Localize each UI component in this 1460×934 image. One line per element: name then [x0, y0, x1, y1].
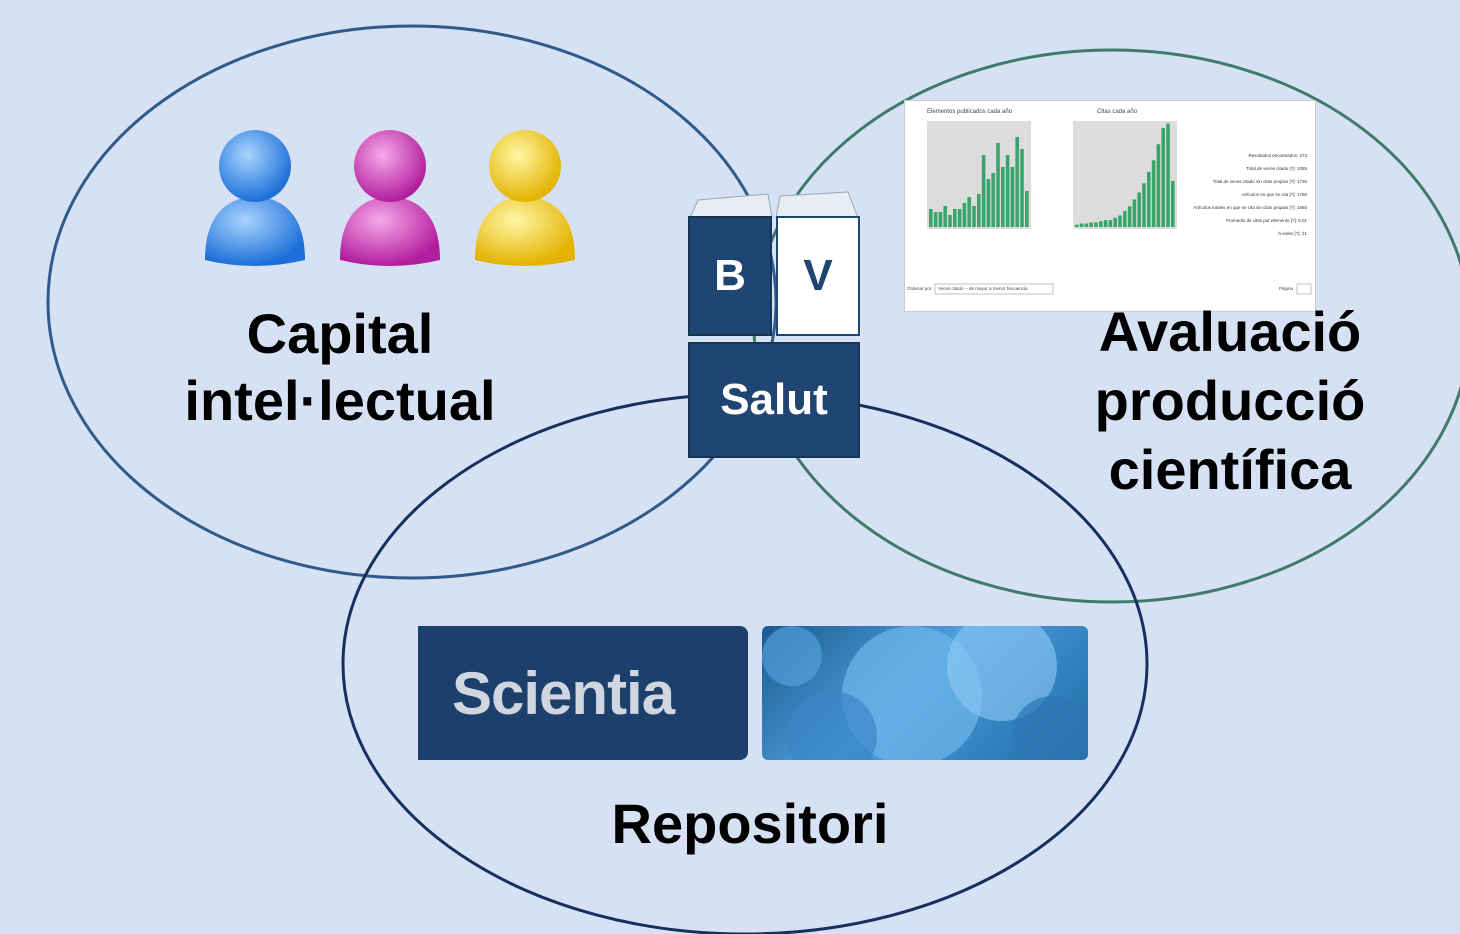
mini-bar: [938, 212, 943, 227]
mini-bar: [1171, 181, 1175, 227]
mini-bar: [957, 209, 962, 227]
mini-bar: [1108, 220, 1113, 227]
mini-bar: [986, 179, 991, 227]
mini-bar: [1123, 210, 1127, 227]
citation-metrics-screenshot: Elementos publicados cada año Citas cada…: [904, 100, 1316, 312]
label-capital-line1: Capital: [246, 302, 434, 365]
label-aval-line3: científica: [1108, 437, 1352, 501]
book-pages-icon: [689, 191, 859, 219]
mini-bar: [1094, 222, 1098, 227]
scientia-logo: Scientia: [418, 626, 1088, 762]
mini-bar: [943, 206, 947, 227]
page-label: Página: [1279, 286, 1294, 291]
mini-bar: [1147, 171, 1151, 227]
stat-row: Promedio de citas por elemento [?]: 6.01: [1225, 218, 1307, 223]
mini-bar: [933, 212, 938, 227]
mini-bar: [1132, 199, 1137, 227]
mini-bar: [1010, 167, 1015, 227]
chart2-title: Citas cada año: [1097, 109, 1138, 115]
mini-bar: [929, 209, 933, 227]
mini-bar: [1020, 149, 1024, 227]
mini-bar: [1075, 224, 1079, 227]
user-yellow-icon: [475, 130, 575, 266]
mini-bar: [967, 197, 971, 227]
scientia-decorative-image: [762, 626, 1088, 760]
bv-salut-text: Salut: [688, 342, 860, 458]
bv-letter-v: V: [776, 216, 860, 336]
label-aval-line1: Avaluació: [1098, 300, 1362, 363]
stat-row: Artículos en que se cita [?]: 1796: [1241, 192, 1307, 197]
bv-letter-b: B: [688, 216, 772, 336]
people-group: [205, 130, 575, 266]
mini-bar: [1079, 223, 1084, 227]
mini-bar: [1142, 183, 1146, 227]
mini-bar: [972, 206, 976, 227]
label-capital-intellectual: Capital intel·lectual: [130, 300, 550, 434]
mini-bar: [1015, 137, 1019, 227]
stat-row: Resultados encontrados: 273: [1248, 153, 1307, 158]
stat-row: h-index [?]: 21: [1278, 231, 1307, 236]
mini-bar: [977, 194, 981, 227]
mini-bar: [1089, 222, 1093, 227]
fractal-pattern-icon: [762, 626, 1088, 760]
mini-bar: [1005, 155, 1010, 227]
mini-bar: [1156, 144, 1161, 227]
label-aval-line2: producció: [1094, 368, 1366, 432]
mini-bar: [1161, 128, 1165, 227]
mini-bar: [953, 209, 957, 227]
mini-bar: [1166, 123, 1170, 227]
stat-row: Artículos totales en que se cita sin cit…: [1193, 205, 1307, 210]
mini-bar: [996, 143, 1000, 227]
label-repositori: Repositori: [611, 792, 889, 855]
bvsalut-logo: B V Salut: [688, 190, 860, 458]
label-avaluacio: Avaluació producció científica: [1040, 298, 1420, 505]
stat-row: Total de veces citado sin citas propias …: [1212, 179, 1307, 184]
mini-bar: [1001, 167, 1005, 227]
scientia-title: Scientia: [452, 659, 675, 727]
mini-bar: [1103, 220, 1108, 227]
mini-bar: [1127, 206, 1132, 227]
mini-bar: [1113, 217, 1117, 227]
mini-bar: [981, 155, 986, 227]
mini-bar: [991, 173, 995, 227]
label-capital-line2: intel·lectual: [184, 369, 496, 433]
mini-bar: [1118, 215, 1122, 227]
mini-bar: [962, 203, 967, 227]
stat-row: Total de veces citado [?]: 1085: [1246, 166, 1307, 171]
mini-bar: [1099, 221, 1103, 227]
citation-stats: Resultados encontrados: 273 Total de vec…: [1167, 149, 1307, 240]
chart1-title: Elementos publicados cada año: [927, 109, 1013, 115]
sort-select[interactable]: Veces citado -- de mayor a menor frecuen…: [938, 286, 1028, 291]
mini-bar: [1151, 160, 1156, 227]
mini-bar: [1025, 191, 1029, 227]
mini-bar: [948, 215, 952, 227]
user-blue-icon: [205, 130, 305, 266]
sort-label: Ordenar por:: [907, 286, 933, 291]
citation-mini-charts: [927, 121, 1312, 295]
mini-bar: [1137, 192, 1141, 227]
mini-bar: [1084, 223, 1089, 227]
scientia-title-panel: Scientia: [418, 626, 748, 760]
user-magenta-icon: [340, 130, 440, 266]
